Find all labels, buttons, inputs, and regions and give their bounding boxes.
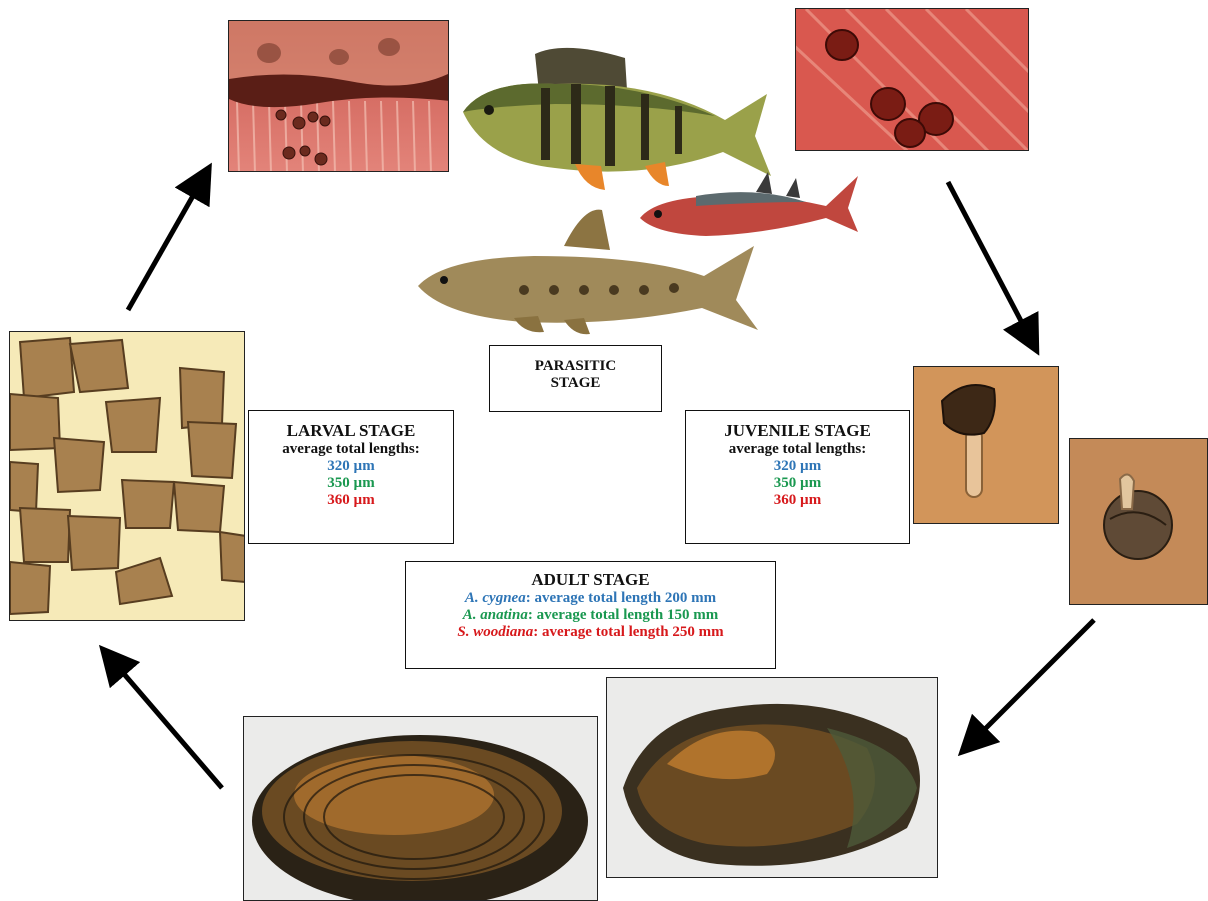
juvenile-value-green: 350 µm — [686, 475, 909, 492]
larval-title: LARVAL STAGE — [249, 421, 453, 441]
larval-value-red: 360 µm — [249, 492, 453, 509]
adult-text-woodiana: : average total length 250 mm — [533, 624, 723, 640]
adult-title: ADULT STAGE — [406, 570, 775, 590]
larval-value-green: 350 µm — [249, 475, 453, 492]
juvenile-value-red: 360 µm — [686, 492, 909, 509]
adult-text-cygnea: : average total length 200 mm — [526, 590, 716, 606]
adult-row-cygnea: A. cygnea: average total length 200 mm — [406, 590, 775, 607]
adult-row-woodiana: S. woodiana: average total length 250 mm — [406, 624, 775, 641]
adult-species-cygnea: A. cygnea — [465, 590, 526, 606]
arrow-icon — [948, 182, 1030, 338]
larval-subtitle: average total lengths: — [249, 441, 453, 458]
parasitic-stage-box: PARASITIC STAGE — [489, 345, 662, 412]
arrow-icon — [972, 620, 1094, 742]
adult-stage-box: ADULT STAGE A. cygnea: average total len… — [405, 561, 776, 669]
arrow-icon — [128, 180, 202, 310]
adult-species-woodiana: S. woodiana — [457, 624, 533, 640]
juvenile-subtitle: average total lengths: — [686, 441, 909, 458]
parasitic-title-line1: PARASITIC — [490, 358, 661, 375]
adult-text-anatina: : average total length 150 mm — [528, 607, 718, 623]
juvenile-stage-box: JUVENILE STAGE average total lengths: 32… — [685, 410, 910, 544]
juvenile-value-blue: 320 µm — [686, 458, 909, 475]
larval-value-blue: 320 µm — [249, 458, 453, 475]
adult-species-anatina: A. anatina — [463, 607, 528, 623]
adult-row-anatina: A. anatina: average total length 150 mm — [406, 607, 775, 624]
parasitic-title-line2: STAGE — [490, 375, 661, 392]
arrow-icon — [112, 660, 222, 788]
juvenile-title: JUVENILE STAGE — [686, 421, 909, 441]
larval-stage-box: LARVAL STAGE average total lengths: 320 … — [248, 410, 454, 544]
